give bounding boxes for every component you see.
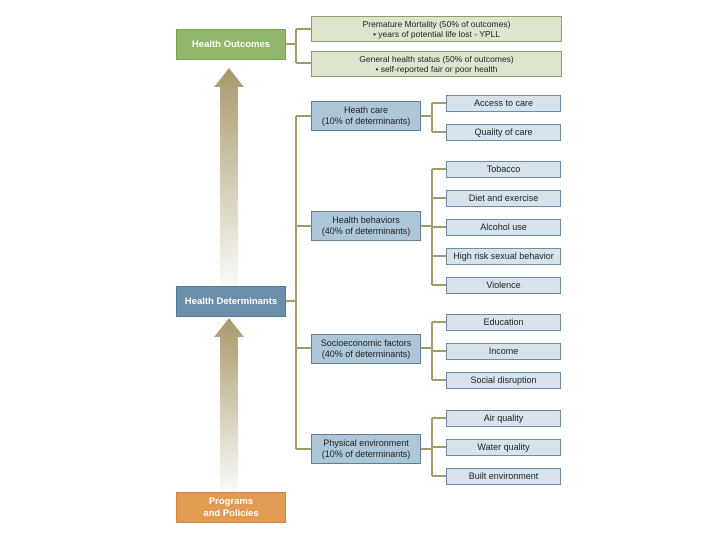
- outcome-general-health-status: General health status (50% of outcomes) …: [311, 51, 562, 77]
- category-name: Socioeconomic factors: [320, 338, 412, 349]
- outcome-item-title: Premature Mortality (50% of outcomes): [362, 18, 511, 29]
- item-diet-and-exercise: Diet and exercise: [446, 190, 561, 207]
- item-access-to-care: Access to care: [446, 95, 561, 112]
- health-outcomes-box: Health Outcomes: [176, 29, 286, 60]
- item-education: Education: [446, 314, 561, 331]
- arrow-up-to-outcomes: [214, 68, 244, 287]
- item-quality-of-care: Quality of care: [446, 124, 561, 141]
- item-built-environment: Built environment: [446, 468, 561, 485]
- item-label: Air quality: [483, 413, 524, 424]
- programs-label-line1: Programs: [208, 496, 254, 508]
- item-label: High risk sexual behavior: [453, 251, 554, 262]
- item-label: Income: [488, 346, 519, 357]
- category-share: (40% of determinants): [321, 226, 411, 236]
- item-alcohol-use: Alcohol use: [446, 219, 561, 236]
- category-physical-environment: Physical environment (10% of determinant…: [311, 434, 421, 464]
- item-label: Water quality: [477, 442, 530, 453]
- outcome-premature-mortality: Premature Mortality (50% of outcomes) • …: [311, 16, 562, 42]
- connector-outcomes: [285, 28, 311, 64]
- item-label: Violence: [486, 280, 521, 291]
- health-determinants-label: Health Determinants: [184, 295, 278, 307]
- item-label: Diet and exercise: [468, 193, 539, 204]
- connector-health-behaviors: [421, 168, 446, 286]
- category-share: (10% of determinants): [321, 449, 411, 459]
- item-tobacco: Tobacco: [446, 161, 561, 178]
- item-label: Built environment: [468, 471, 539, 482]
- category-share: (40% of determinants): [321, 349, 411, 359]
- category-socioeconomic-factors: Socioeconomic factors (40% of determinan…: [311, 334, 421, 364]
- connector-heath-care: [421, 102, 446, 133]
- item-label: Quality of care: [474, 127, 533, 138]
- outcome-item-detail: • self-reported fair or poor health: [375, 64, 498, 74]
- outcome-item-detail: • years of potential life lost - YPLL: [372, 29, 501, 39]
- connector-physical-environment: [421, 417, 446, 477]
- arrow-up-to-determinants: [214, 318, 244, 492]
- item-high-risk-sexual-behavior: High risk sexual behavior: [446, 248, 561, 265]
- item-violence: Violence: [446, 277, 561, 294]
- programs-label-line2: and Policies: [203, 507, 259, 519]
- health-determinants-box: Health Determinants: [176, 286, 286, 317]
- item-social-disruption: Social disruption: [446, 372, 561, 389]
- programs-and-policies-box: Programs and Policies: [176, 492, 286, 523]
- item-water-quality: Water quality: [446, 439, 561, 456]
- category-heath-care: Heath care (10% of determinants): [311, 101, 421, 131]
- outcome-item-title: General health status (50% of outcomes): [359, 53, 514, 64]
- category-name: Health behaviors: [332, 215, 400, 226]
- health-outcomes-label: Health Outcomes: [191, 38, 271, 50]
- item-label: Tobacco: [486, 164, 521, 175]
- item-label: Social disruption: [470, 375, 537, 386]
- category-name: Heath care: [343, 105, 389, 116]
- category-health-behaviors: Health behaviors (40% of determinants): [311, 211, 421, 241]
- item-label: Education: [483, 317, 524, 328]
- item-income: Income: [446, 343, 561, 360]
- connector-socioeconomic: [421, 321, 446, 381]
- item-air-quality: Air quality: [446, 410, 561, 427]
- category-share: (10% of determinants): [321, 116, 411, 126]
- connector-determinants: [285, 115, 311, 450]
- item-label: Alcohol use: [480, 222, 527, 233]
- category-name: Physical environment: [323, 438, 409, 449]
- item-label: Access to care: [473, 98, 534, 109]
